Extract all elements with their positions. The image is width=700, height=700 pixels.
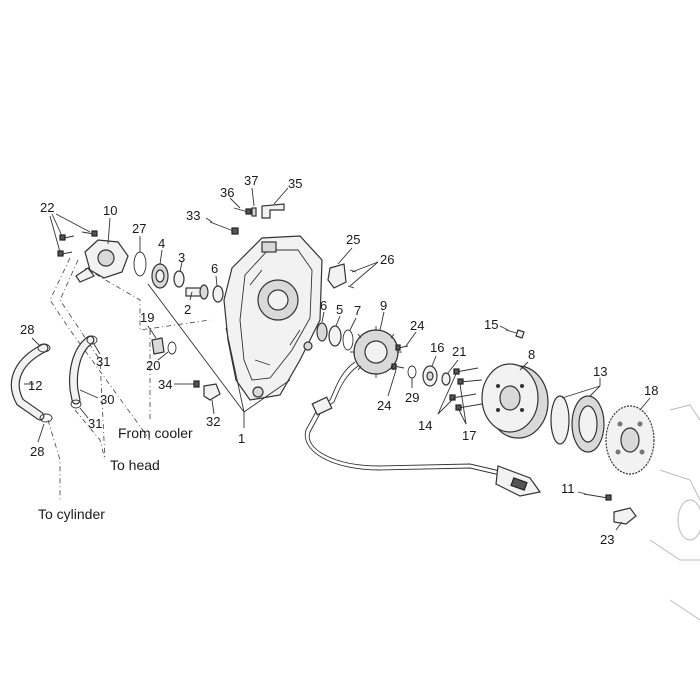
- callout-24: 24: [410, 318, 424, 333]
- callout-6-second: 6: [320, 298, 327, 313]
- starter-clutch: [550, 395, 605, 453]
- callout-10: 10: [103, 203, 117, 218]
- callout-34: 34: [158, 377, 172, 392]
- callout-24-second: 24: [377, 398, 391, 413]
- flywheel-fasteners: [407, 365, 451, 387]
- callout-21: 21: [452, 344, 466, 359]
- callout-27: 27: [132, 221, 146, 236]
- callout-20: 20: [146, 358, 160, 373]
- callout-28-second: 28: [30, 444, 44, 459]
- bolt-34-part-32: [180, 380, 221, 401]
- callout-31: 31: [96, 354, 110, 369]
- callout-12: 12: [28, 378, 42, 393]
- screws-22: [57, 230, 98, 257]
- callout-8: 8: [528, 347, 535, 362]
- callout-29: 29: [405, 390, 419, 405]
- callout-6: 6: [211, 261, 218, 276]
- caption-to-head: To head: [110, 457, 160, 473]
- callout-3: 3: [178, 250, 185, 265]
- callout-26: 26: [380, 252, 394, 267]
- callout-31-second: 31: [88, 416, 102, 431]
- caption-from-cooler: From cooler: [118, 425, 193, 441]
- callout-32: 32: [206, 414, 220, 429]
- bolts-14-17: [449, 367, 483, 411]
- callout-35: 35: [288, 176, 302, 191]
- pump-cover: [75, 239, 129, 283]
- callout-15: 15: [484, 317, 498, 332]
- hose-routing-lines: [47, 257, 211, 500]
- stator: [350, 326, 402, 378]
- sensor-bracket: [583, 493, 637, 525]
- callout-17: 17: [462, 428, 476, 443]
- o-ring: [133, 251, 147, 277]
- callout-1: 1: [238, 431, 245, 446]
- callout-5: 5: [336, 302, 343, 317]
- ring-gear: [605, 405, 655, 475]
- plug-19-20: [151, 337, 177, 355]
- callout-25: 25: [346, 232, 360, 247]
- wiring-harness: [304, 361, 542, 497]
- caption-to-cylinder: To cylinder: [38, 506, 105, 522]
- leader-lines: [24, 187, 651, 531]
- top-bracket-parts: [233, 203, 285, 219]
- crankcase-cover: [223, 235, 323, 401]
- seal-bearing-parts: [316, 322, 354, 351]
- callout-30: 30: [100, 392, 114, 407]
- callout-numbers: 1 2 3 4 5 6 6 7 8 9 10 11 12 13 14 15 16…: [20, 173, 658, 547]
- callout-9: 9: [380, 298, 387, 313]
- hose-12: [10, 343, 53, 423]
- callout-33: 33: [186, 208, 200, 223]
- callout-13: 13: [593, 364, 607, 379]
- callout-36: 36: [220, 185, 234, 200]
- callout-37: 37: [244, 173, 258, 188]
- callout-4: 4: [158, 236, 165, 251]
- callout-19: 19: [140, 310, 154, 325]
- callout-14: 14: [418, 418, 432, 433]
- cover-plate-25: [327, 263, 357, 289]
- callout-16: 16: [430, 340, 444, 355]
- routing-captions: From cooler To head To cylinder: [38, 425, 193, 522]
- hose-30: [69, 335, 98, 409]
- bolt-33: [209, 221, 239, 235]
- flywheel: [481, 363, 549, 439]
- callout-18: 18: [644, 383, 658, 398]
- bolts-24: [391, 344, 409, 370]
- callout-7: 7: [354, 303, 361, 318]
- callout-11: 11: [561, 481, 575, 496]
- callout-23: 23: [600, 532, 614, 547]
- screw-15: [505, 329, 525, 339]
- engine-background-outline: [649, 404, 700, 621]
- callout-22: 22: [40, 200, 54, 215]
- callout-2: 2: [184, 302, 191, 317]
- callout-28: 28: [20, 322, 34, 337]
